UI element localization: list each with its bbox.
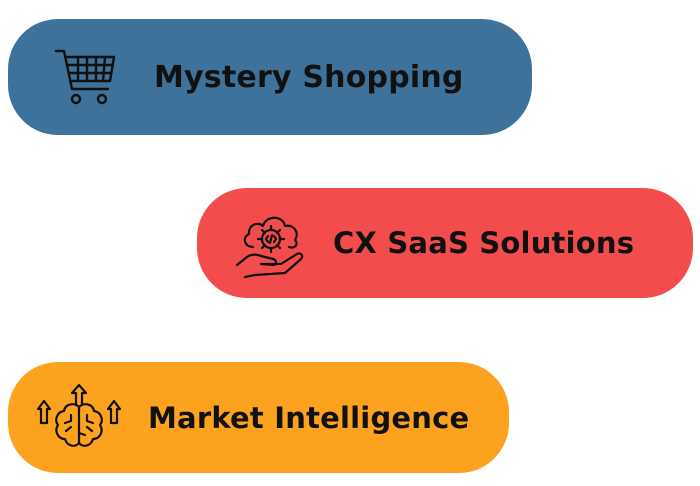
shopping-cart-icon bbox=[54, 45, 118, 109]
market-intelligence-label: Market Intelligence bbox=[148, 400, 470, 435]
mystery-shopping-label: Mystery Shopping bbox=[154, 59, 464, 95]
brain-growth-arrows-icon bbox=[36, 383, 122, 453]
mystery-shopping-pill[interactable]: Mystery Shopping bbox=[8, 19, 532, 135]
market-intelligence-pill[interactable]: Market Intelligence bbox=[8, 362, 509, 473]
cx-saas-solutions-pill[interactable]: CX SaaS Solutions bbox=[197, 188, 693, 298]
cx-saas-solutions-label: CX SaaS Solutions bbox=[333, 226, 635, 260]
cloud-code-hand-icon bbox=[235, 207, 307, 279]
